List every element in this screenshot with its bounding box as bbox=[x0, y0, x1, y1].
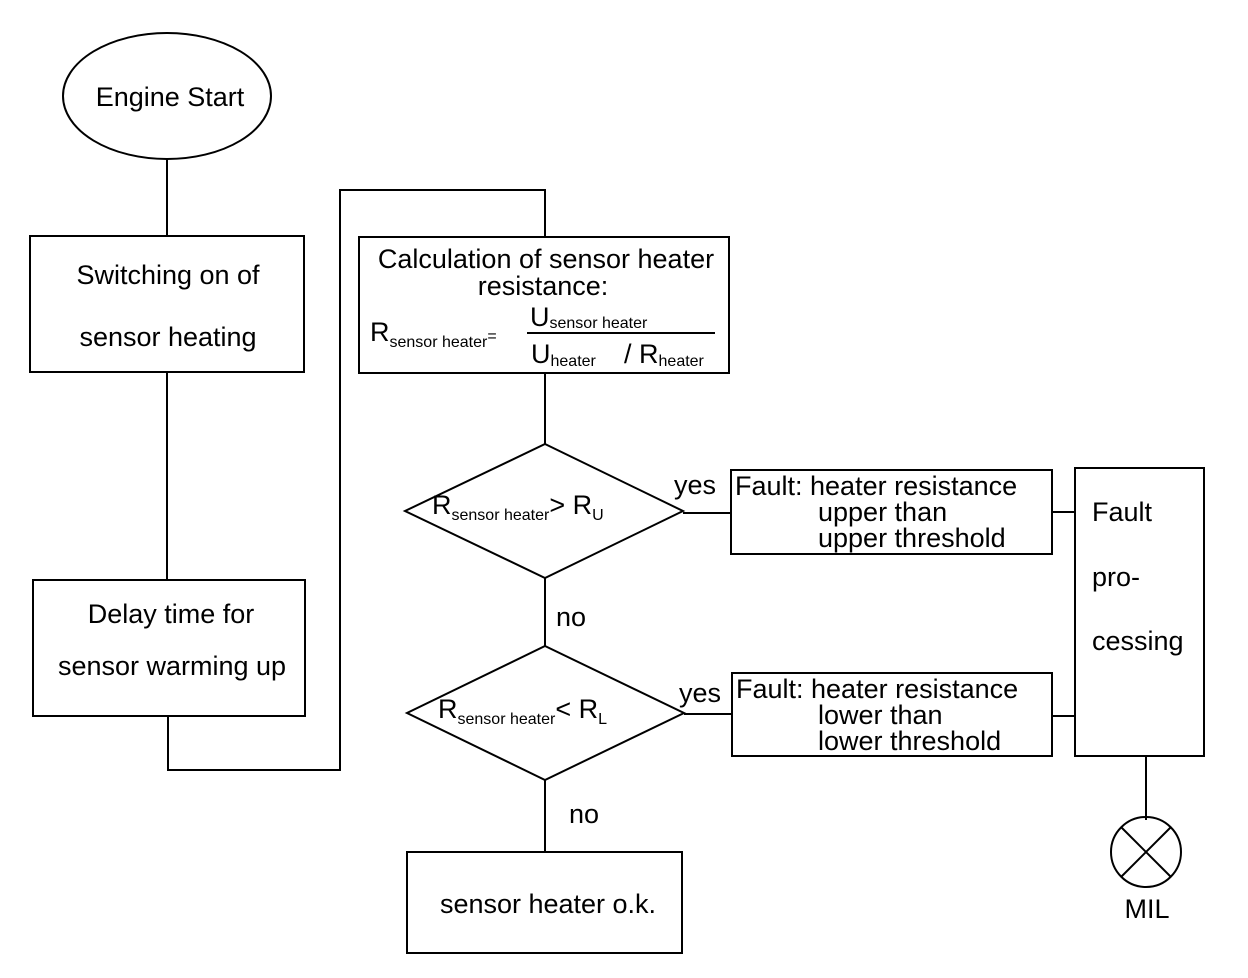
node-fault-upper: Fault: heater resistance upper than uppe… bbox=[730, 469, 1053, 555]
decision-lower-op: < R bbox=[555, 694, 598, 724]
decision-lower-symbol: R bbox=[438, 694, 458, 724]
decision-upper-label: Rsensor heater> RU bbox=[432, 490, 604, 524]
node-sensor-ok: sensor heater o.k. bbox=[406, 851, 683, 954]
calc-lhs-symbol: R bbox=[370, 317, 390, 347]
engine-start-ellipse bbox=[62, 32, 272, 160]
fault-lower-line2: lower than bbox=[818, 700, 943, 730]
calc-den-sub1: heater bbox=[551, 353, 597, 370]
node-decision-upper: Rsensor heater> RU yes no bbox=[402, 442, 716, 632]
fault-processing-line1: Fault bbox=[1092, 497, 1153, 527]
mil-lamp-icon bbox=[1110, 816, 1182, 888]
switching-box bbox=[29, 235, 305, 373]
decision-upper-sub: sensor heater bbox=[452, 507, 551, 524]
calc-formula-denominator-2: / Rheater bbox=[624, 339, 705, 370]
upper-no-label: no bbox=[556, 602, 586, 632]
lower-no-label: no bbox=[569, 799, 599, 829]
calc-den-sub2: heater bbox=[659, 353, 705, 370]
fault-lower-line1: Fault: heater resistance bbox=[736, 674, 1018, 704]
calc-formula-numerator: Usensor heater bbox=[530, 302, 648, 332]
fault-processing-box bbox=[1074, 467, 1205, 757]
fault-lower-line3: lower threshold bbox=[818, 726, 1001, 756]
upper-yes-label: yes bbox=[674, 470, 716, 500]
engine-start-label: Engine Start bbox=[96, 82, 245, 112]
connectors bbox=[166, 160, 1147, 852]
decision-lower-sub: sensor heater bbox=[458, 711, 557, 728]
decision-upper-diamond bbox=[402, 442, 686, 580]
sensor-ok-box bbox=[406, 851, 683, 954]
sensor-ok-label: sensor heater o.k. bbox=[440, 889, 656, 919]
calc-lhs-sub: sensor heater bbox=[390, 334, 489, 351]
fault-upper-line1: Fault: heater resistance bbox=[735, 471, 1017, 501]
mil-lamp-cross-2 bbox=[1120, 826, 1172, 878]
node-engine-start: Engine Start bbox=[62, 32, 272, 160]
decision-upper-op: > R bbox=[549, 490, 592, 520]
lower-yes-label: yes bbox=[679, 678, 721, 708]
decision-upper-threshold-sub: U bbox=[592, 507, 604, 524]
calc-title-line2: resistance: bbox=[478, 271, 609, 301]
node-mil: MIL bbox=[1110, 816, 1182, 924]
node-fault-processing: Fault pro- cessing bbox=[1074, 467, 1205, 757]
calc-box bbox=[358, 236, 730, 374]
delay-box bbox=[32, 579, 306, 717]
node-calculation: Calculation of sensor heater resistance:… bbox=[358, 236, 730, 374]
fault-processing-line3: cessing bbox=[1092, 626, 1184, 656]
fault-lower-box bbox=[731, 672, 1053, 757]
calc-den-symbol1: U bbox=[531, 339, 551, 369]
calc-equals: = bbox=[487, 328, 496, 345]
node-fault-lower: Fault: heater resistance lower than lowe… bbox=[731, 672, 1053, 757]
switching-label-line1: Switching on of bbox=[76, 260, 260, 290]
node-delay-time: Delay time for sensor warming up bbox=[32, 579, 306, 717]
fault-upper-line3: upper threshold bbox=[818, 523, 1006, 553]
delay-label-line2: sensor warming up bbox=[58, 651, 286, 681]
decision-lower-label: Rsensor heater< RL bbox=[438, 694, 607, 728]
calc-num-sub: sensor heater bbox=[550, 315, 649, 332]
fault-upper-box bbox=[730, 469, 1053, 555]
calc-num-symbol: U bbox=[530, 302, 550, 332]
fault-processing-line2: pro- bbox=[1092, 562, 1140, 592]
delay-label-line1: Delay time for bbox=[88, 599, 255, 629]
decision-lower-diamond bbox=[404, 644, 687, 782]
node-switching-on: Switching on of sensor heating bbox=[29, 235, 305, 373]
decision-lower-threshold-sub: L bbox=[598, 711, 607, 728]
mil-label: MIL bbox=[1124, 894, 1169, 924]
edge-delay-to-calc bbox=[167, 189, 546, 771]
fault-upper-line2: upper than bbox=[818, 497, 947, 527]
node-decision-lower: Rsensor heater< RL yes no bbox=[404, 644, 721, 829]
calc-formula-denominator: Uheater bbox=[531, 339, 597, 370]
calc-formula-lhs: Rsensor heater= bbox=[370, 317, 497, 351]
calc-title-line1: Calculation of sensor heater bbox=[378, 244, 714, 274]
switching-label-line2: sensor heating bbox=[79, 322, 256, 352]
decision-upper-symbol: R bbox=[432, 490, 452, 520]
calc-den-slash: / R bbox=[624, 339, 659, 369]
